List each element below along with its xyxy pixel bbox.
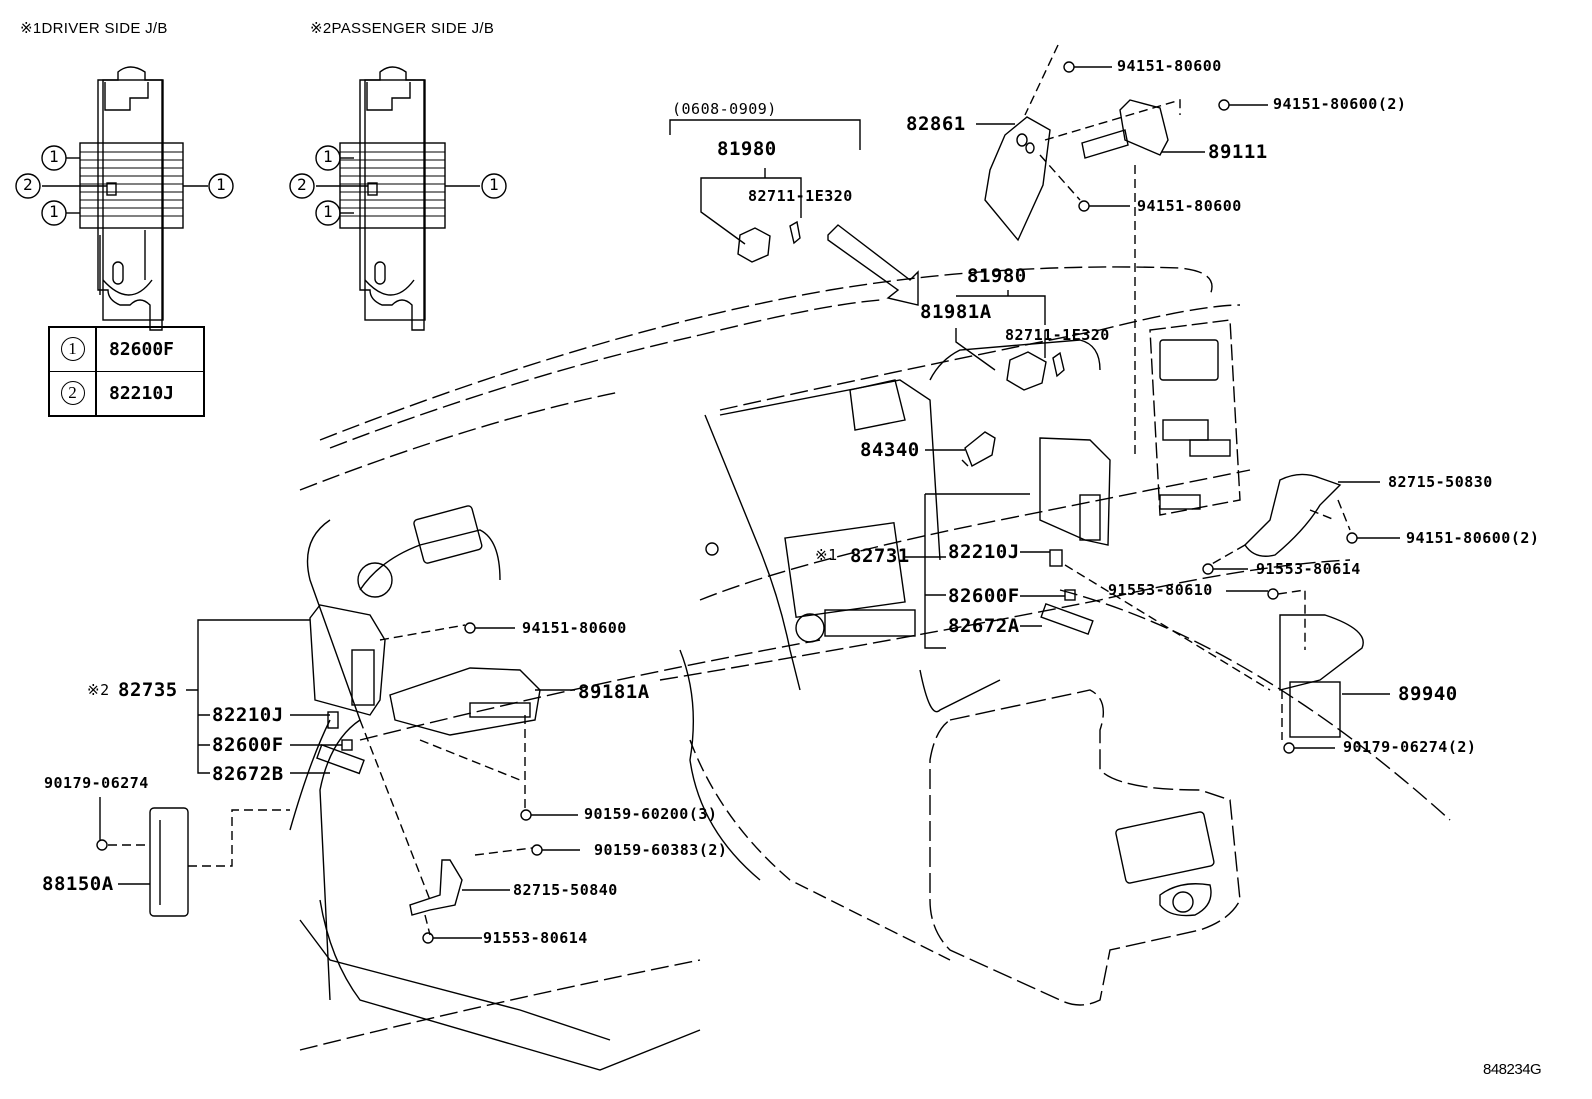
part-label-81980[interactable]: 81980 <box>967 265 1027 287</box>
part-label-82711-1E320[interactable]: 82711-1E320 <box>748 187 853 205</box>
part-label-94151-80600[interactable]: 94151-80600 <box>1117 57 1222 75</box>
module-89940 <box>1279 614 1364 738</box>
bracket-82861 <box>984 116 1051 242</box>
legend-part-cell: 82600F <box>97 328 203 372</box>
passenger-jb-mark: ※2 <box>310 20 332 37</box>
dashboard-outline <box>299 266 1451 1051</box>
part-label-91553-80610[interactable]: 91553-80610 <box>1108 581 1213 599</box>
part-label-82600F[interactable]: 82600F <box>948 585 1020 607</box>
callout-1: 1 <box>216 175 226 194</box>
passenger-jb-title: ※2PASSENGER SIDE J/B <box>310 21 494 36</box>
part-label-82715-50840[interactable]: 82715-50840 <box>513 881 618 899</box>
passenger-jb-label: PASSENGER SIDE J/B <box>331 20 495 37</box>
module-88150A <box>149 807 189 917</box>
part-label-91553-80614[interactable]: 91553-80614 <box>483 929 588 947</box>
part-label-82861[interactable]: 82861 <box>906 113 966 135</box>
part-label-81981A[interactable]: 81981A <box>920 301 992 323</box>
part-label-82672B[interactable]: 82672B <box>212 763 284 785</box>
part-label-82735[interactable]: 82735 <box>118 679 178 701</box>
part-label-88150A[interactable]: 88150A <box>42 873 114 895</box>
part-label-82210J[interactable]: 82210J <box>948 541 1020 563</box>
relay-81981A <box>1006 351 1065 391</box>
part-label-82731[interactable]: 82731 <box>850 545 910 567</box>
part-label-82210J[interactable]: 82210J <box>212 704 284 726</box>
jb-82731 <box>1039 437 1111 546</box>
part-82735-mark: ※2 <box>87 681 110 699</box>
callout-1: 1 <box>323 202 333 221</box>
legend-ref-cell: 1 <box>50 328 97 372</box>
part-label-89111[interactable]: 89111 <box>1208 141 1268 163</box>
passenger-jb-illustration <box>289 66 507 331</box>
switch-84340 <box>961 431 996 467</box>
part-label-90179-06274[interactable]: 90179-06274 <box>44 774 149 792</box>
driver-jb-illustration <box>15 66 234 331</box>
ecu-89181A <box>389 667 541 736</box>
drawing-number: 848234G <box>1483 1061 1542 1078</box>
jb-82735 <box>309 604 386 716</box>
part-label-94151-80600-qty2[interactable]: 94151-80600(2) <box>1406 529 1540 547</box>
callout-legend-table: 1 82600F 2 82210J <box>48 326 205 417</box>
bracket-82715-50840 <box>409 859 463 916</box>
callout-1: 1 <box>489 175 499 194</box>
part-82731-mark: ※1 <box>815 546 838 564</box>
callout-2: 2 <box>23 175 33 194</box>
driver-jb-label: DRIVER SIDE J/B <box>41 20 168 37</box>
part-label-82711-1E320[interactable]: 82711-1E320 <box>1005 326 1110 344</box>
part-label-82672A[interactable]: 82672A <box>948 615 1020 637</box>
part-label-89181A[interactable]: 89181A <box>578 681 650 703</box>
part-label-84340[interactable]: 84340 <box>860 439 920 461</box>
direction-arrow <box>827 224 919 306</box>
callout-1: 1 <box>49 147 59 166</box>
fasteners <box>96 61 1358 944</box>
part-label-90159-60200-qty3[interactable]: 90159-60200(3) <box>584 805 718 823</box>
part-label-90159-60383-qty2[interactable]: 90159-60383(2) <box>594 841 728 859</box>
legend-ref-circle: 1 <box>60 337 85 362</box>
part-label-94151-80600[interactable]: 94151-80600 <box>522 619 627 637</box>
installation-lines <box>108 44 1351 936</box>
part-label-81980[interactable]: 81980 <box>717 138 777 160</box>
callout-1: 1 <box>49 202 59 221</box>
driver-jb-title: ※1DRIVER SIDE J/B <box>20 21 168 36</box>
callout-1: 1 <box>323 147 333 166</box>
part-label-90179-06274-qty2[interactable]: 90179-06274(2) <box>1343 738 1477 756</box>
legend-ref-cell: 2 <box>50 371 97 415</box>
part-label-94151-80600-qty2[interactable]: 94151-80600(2) <box>1273 95 1407 113</box>
leader-lines <box>99 66 1400 939</box>
legend-ref-circle: 2 <box>60 381 85 406</box>
legend-part-cell: 82210J <box>109 382 175 404</box>
part-label-82715-50830[interactable]: 82715-50830 <box>1388 473 1493 491</box>
date-range-label: (0608-0909) <box>672 100 777 118</box>
callout-2: 2 <box>297 175 307 194</box>
driver-jb-mark: ※1 <box>20 20 42 37</box>
module-89111 <box>1081 99 1169 159</box>
dashboard-solid <box>289 319 1241 1071</box>
part-label-94151-80600[interactable]: 94151-80600 <box>1137 197 1242 215</box>
part-label-89940[interactable]: 89940 <box>1398 683 1458 705</box>
bracket-82715-50830 <box>1244 473 1342 557</box>
part-label-91553-80614[interactable]: 91553-80614 <box>1256 560 1361 578</box>
part-label-82600F[interactable]: 82600F <box>212 734 284 756</box>
relay-81980-top <box>737 220 801 263</box>
